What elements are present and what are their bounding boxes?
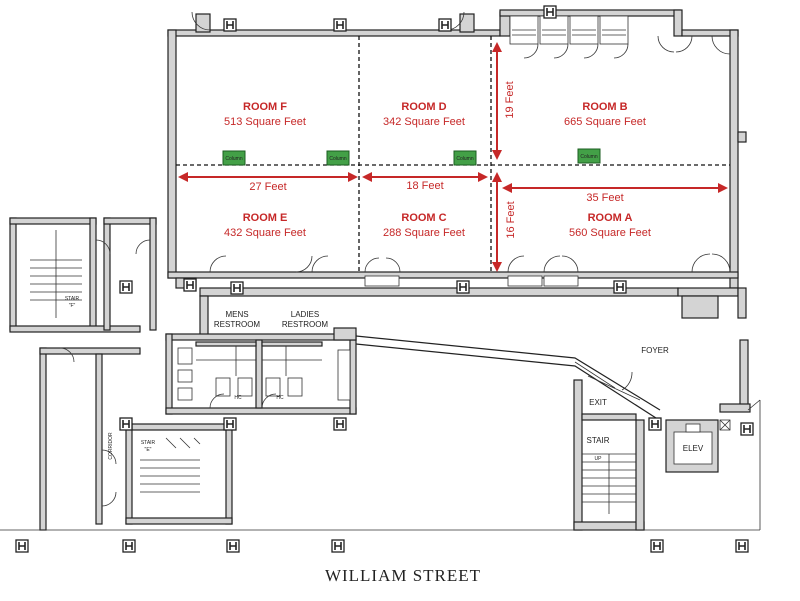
restroom-walls <box>165 295 357 415</box>
pillar-h-icon <box>613 280 627 294</box>
room-labels: ROOM F 513 Square Feet ROOM D 342 Square… <box>224 101 651 239</box>
street-name: WILLIAM STREET <box>325 566 481 585</box>
column-marker: Column <box>222 150 246 166</box>
dim-35-feet: 35 Feet <box>586 192 623 204</box>
corridor-label: CORRIDOR <box>108 432 114 460</box>
stair-f-label: STAIR <box>65 296 80 302</box>
pillar-h-icon <box>223 417 237 431</box>
pillar-h-icon <box>119 417 133 431</box>
room-e-name: ROOM E <box>243 212 288 224</box>
mens-restroom-label: MENS <box>225 310 248 319</box>
room-f-name: ROOM F <box>243 101 287 113</box>
svg-text:Column: Column <box>225 156 242 162</box>
pillar-h-icon <box>226 539 240 553</box>
area-labels: MENS RESTROOM LADIES RESTROOM FOYER EXIT… <box>65 296 704 585</box>
room-f-area: 513 Square Feet <box>224 116 306 128</box>
partitions <box>176 36 730 272</box>
elev-label: ELEV <box>683 444 704 453</box>
pillar-h-icon <box>333 417 347 431</box>
pillar-h-icon <box>456 280 470 294</box>
column-marker: Column <box>453 150 477 166</box>
pillar-h-icon <box>648 417 662 431</box>
room-b-name: ROOM B <box>582 101 627 113</box>
room-e-area: 432 Square Feet <box>224 227 306 239</box>
pillar-h-icon <box>740 422 754 436</box>
stair-f-label: "F" <box>69 303 76 309</box>
room-a-area: 560 Square Feet <box>569 227 651 239</box>
pillar-h-icon <box>183 278 197 292</box>
pillar-h-icon <box>735 539 749 553</box>
corridor-walls <box>355 335 751 419</box>
svg-text:Column: Column <box>580 154 597 160</box>
dimension-arrows <box>178 42 728 272</box>
exit-label: EXIT <box>589 398 607 407</box>
svg-text:Column: Column <box>456 156 473 162</box>
stair-e-block <box>0 347 761 531</box>
dim-18-feet: 18 Feet <box>406 180 443 192</box>
pillar-h-icon <box>543 5 557 19</box>
pillar-h-icon <box>331 539 345 553</box>
dim-16-feet: 16 Feet <box>505 201 517 238</box>
main-walls <box>167 9 747 319</box>
room-a-name: ROOM A <box>588 212 633 224</box>
stair-e-label: "E" <box>145 447 152 453</box>
dim-19-feet: 19 Feet <box>504 81 516 118</box>
dimension-labels: 27 Feet 18 Feet 35 Feet 19 Feet 16 Feet <box>249 81 623 238</box>
up-label: UP <box>595 456 603 462</box>
closet-cluster <box>191 11 731 59</box>
column-marker: Column <box>577 148 601 164</box>
room-d-name: ROOM D <box>401 101 446 113</box>
columns: Column Column Column Column <box>222 148 601 166</box>
foyer-label: FOYER <box>641 346 669 355</box>
room-c-area: 288 Square Feet <box>383 227 465 239</box>
mens-restroom-label: RESTROOM <box>214 320 261 329</box>
stair-e-label: STAIR <box>141 440 156 446</box>
svg-text:Column: Column <box>329 156 346 162</box>
pillar-h-icon <box>119 280 133 294</box>
pillar-h-icon <box>230 281 244 295</box>
column-marker: Column <box>326 150 350 166</box>
dim-27-feet: 27 Feet <box>249 181 286 193</box>
room-b-area: 665 Square Feet <box>564 116 646 128</box>
hc-label-mens: HC <box>234 395 242 401</box>
pillar-h-icon <box>122 539 136 553</box>
pillar-h-icon <box>15 539 29 553</box>
pillar-h-icon <box>438 18 452 32</box>
room-c-name: ROOM C <box>401 212 446 224</box>
stair-label: STAIR <box>587 436 610 445</box>
stair-elevator <box>573 379 731 531</box>
ladies-restroom-label: LADIES <box>291 310 319 319</box>
ladies-restroom-label: RESTROOM <box>282 320 329 329</box>
pillar-markers <box>15 5 754 553</box>
pillar-h-icon <box>333 18 347 32</box>
stair-f-block <box>9 217 157 333</box>
pillar-h-icon <box>650 539 664 553</box>
room-doors <box>209 253 731 287</box>
hc-label-ladies: HC <box>276 395 284 401</box>
pillar-h-icon <box>223 18 237 32</box>
room-d-area: 342 Square Feet <box>383 116 465 128</box>
